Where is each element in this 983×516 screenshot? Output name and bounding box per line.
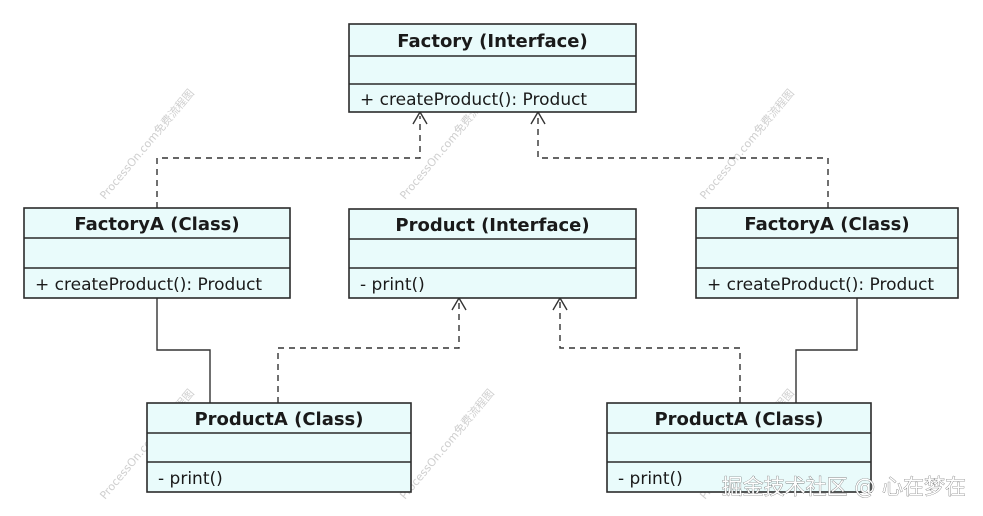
watermark-text: ProcessOn.com免费流程图 bbox=[697, 86, 797, 202]
class-box bbox=[348, 23, 637, 113]
watermark-text: ProcessOn.com免费流程图 bbox=[97, 86, 197, 202]
class-title: ProductA (Class) bbox=[194, 409, 363, 430]
class-title: ProductA (Class) bbox=[654, 409, 823, 430]
class-method: - print() bbox=[360, 275, 425, 295]
class-method: + createProduct(): Product bbox=[35, 275, 262, 295]
association-line-right bbox=[795, 298, 858, 403]
class-box bbox=[23, 207, 291, 299]
class-factorya-left[interactable]: FactoryA (Class) + createProduct(): Prod… bbox=[23, 207, 291, 299]
class-method: - print() bbox=[158, 469, 223, 489]
class-title: Product (Interface) bbox=[395, 215, 589, 236]
association-line-left bbox=[156, 298, 211, 403]
realization-line-producta-left bbox=[277, 302, 460, 403]
class-title: FactoryA (Class) bbox=[74, 214, 239, 235]
class-product[interactable]: Product (Interface) - print() bbox=[348, 208, 637, 299]
class-method: + createProduct(): Product bbox=[707, 275, 934, 295]
class-producta-left[interactable]: ProductA (Class) - print() bbox=[146, 402, 412, 493]
class-box bbox=[146, 402, 412, 493]
class-box bbox=[695, 207, 959, 299]
class-method: - print() bbox=[618, 469, 683, 489]
realization-line-factorya-right bbox=[537, 116, 829, 208]
class-producta-right[interactable]: ProductA (Class) - print() bbox=[606, 402, 872, 493]
class-title: Factory (Interface) bbox=[397, 31, 587, 52]
realization-line-factorya-left bbox=[156, 116, 421, 208]
class-factory[interactable]: Factory (Interface) + createProduct(): P… bbox=[348, 23, 637, 113]
class-method: + createProduct(): Product bbox=[360, 90, 587, 110]
realization-line-producta-right bbox=[559, 302, 741, 403]
class-box bbox=[348, 208, 637, 299]
credit-text: 掘金技术社区 @ 心在梦在 bbox=[722, 475, 966, 499]
class-title: FactoryA (Class) bbox=[744, 214, 909, 235]
class-factorya-right[interactable]: FactoryA (Class) + createProduct(): Prod… bbox=[695, 207, 959, 299]
class-box bbox=[606, 402, 872, 493]
